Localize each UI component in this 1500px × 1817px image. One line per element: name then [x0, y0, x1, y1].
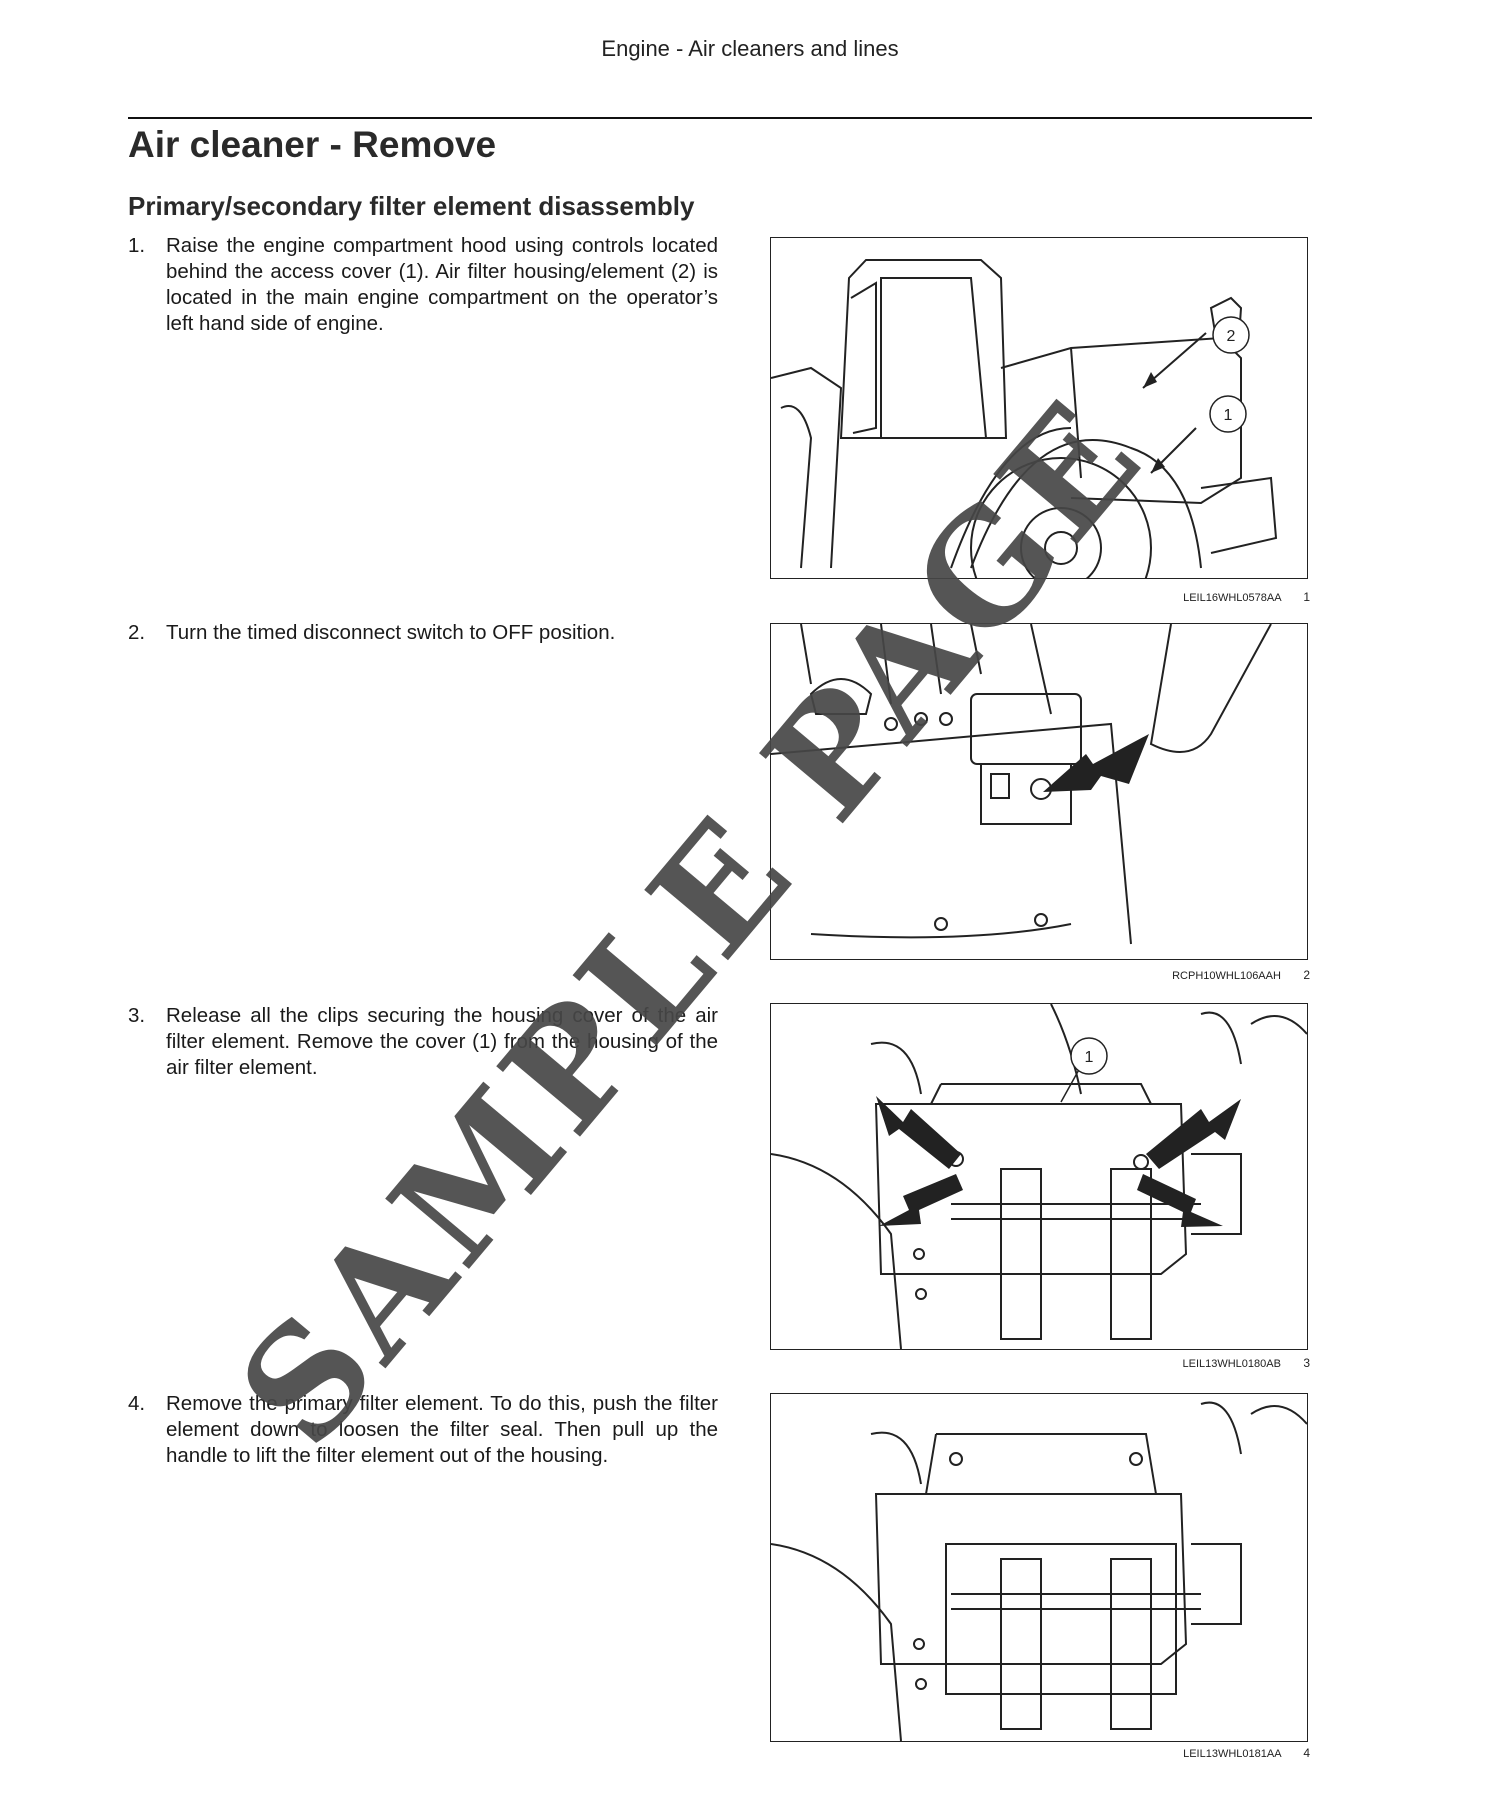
figure-1-loader-side-view: 2 1 — [770, 237, 1308, 579]
svg-text:2: 2 — [1227, 328, 1236, 345]
figure-3-caption: LEIL13WHL0180AB 3 — [770, 1356, 1310, 1370]
step-number: 3. — [128, 1004, 146, 1027]
svg-text:1: 1 — [1085, 1049, 1094, 1066]
figure-1-caption: LEIL16WHL0578AA 1 — [770, 590, 1310, 604]
pointer-arrow — [879, 1174, 963, 1226]
header-rule — [128, 117, 1312, 119]
figure-code: LEIL13WHL0180AB — [1182, 1358, 1281, 1370]
figure-4-caption: LEIL13WHL0181AA 4 — [770, 1746, 1310, 1760]
step-number: 2. — [128, 621, 146, 644]
pointer-arrow — [876, 1096, 961, 1169]
figure-2-disconnect-switch — [770, 623, 1308, 960]
pointer-arrow — [1043, 734, 1149, 792]
step-text: Remove the primary filter element. To do… — [166, 1392, 718, 1467]
svg-text:1: 1 — [1224, 407, 1233, 424]
step-4: 4. Remove the primary filter element. To… — [128, 1391, 718, 1469]
section-title: Primary/secondary filter element disasse… — [128, 191, 695, 221]
pointer-arrow — [1137, 1174, 1223, 1227]
step-3: 3. Release all the clips securing the ho… — [128, 1003, 718, 1081]
step-text: Release all the clips securing the housi… — [166, 1004, 718, 1079]
pointer-arrow — [1146, 1099, 1241, 1169]
figure-number: 2 — [1303, 968, 1310, 982]
page-title: Air cleaner - Remove — [128, 124, 497, 165]
callout-1: 1 — [1070, 1037, 1108, 1075]
figure-code: LEIL16WHL0578AA — [1183, 592, 1281, 604]
step-number: 1. — [128, 234, 146, 257]
figure-code: LEIL13WHL0181AA — [1183, 1748, 1281, 1760]
step-2: 2. Turn the timed disconnect switch to O… — [128, 620, 718, 646]
running-header: Engine - Air cleaners and lines — [601, 36, 899, 61]
filter-housing-illustration: 1 — [771, 1004, 1307, 1349]
step-text: Turn the timed disconnect switch to OFF … — [166, 621, 616, 644]
figure-code: RCPH10WHL106AAH — [1172, 970, 1281, 982]
callout-2: 2 — [1212, 316, 1250, 354]
switch-panel-illustration — [771, 624, 1272, 945]
filter-element-illustration — [771, 1401, 1307, 1741]
figure-4-filter-element-removal — [770, 1393, 1308, 1742]
callout-1: 1 — [1209, 395, 1247, 433]
loader-illustration: 2 1 — [771, 259, 1278, 578]
figure-number: 1 — [1303, 590, 1310, 604]
figure-number: 4 — [1303, 1746, 1310, 1760]
step-1: 1. Raise the engine compartment hood usi… — [128, 233, 718, 337]
figure-2-caption: RCPH10WHL106AAH 2 — [770, 968, 1310, 982]
step-number: 4. — [128, 1392, 146, 1415]
figure-3-filter-housing-clips: 1 — [770, 1003, 1308, 1350]
step-text: Raise the engine compartment hood using … — [166, 234, 718, 335]
figure-number: 3 — [1303, 1356, 1310, 1370]
